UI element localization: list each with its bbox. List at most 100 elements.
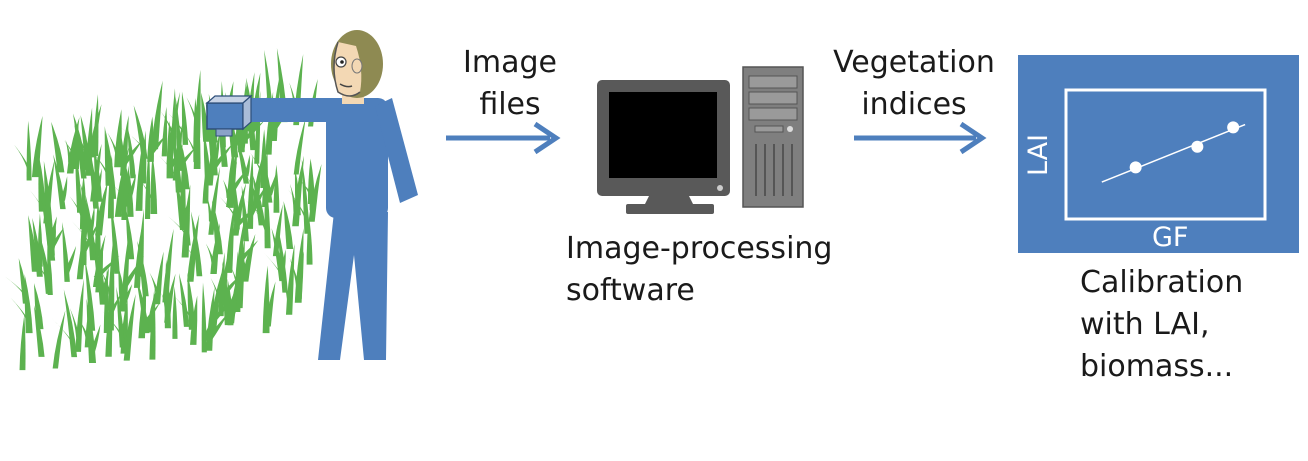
grass-leaf: [167, 112, 188, 137]
grass-blade: [294, 228, 304, 303]
grass-leaf: [289, 257, 301, 292]
grass-blade: [137, 240, 149, 297]
grass-blade: [285, 243, 295, 315]
grass-blade: [95, 244, 104, 293]
grass-blade: [24, 274, 33, 334]
camera-lens: [215, 128, 233, 137]
grass-blade: [75, 278, 84, 352]
grass-leaf: [88, 206, 95, 232]
plot-data-point: [1129, 161, 1142, 174]
person-legs: [318, 212, 388, 360]
grass-leaf: [287, 189, 309, 223]
grass-blade: [95, 181, 108, 236]
grass-leaf: [14, 144, 32, 172]
camera-body: [206, 102, 244, 130]
grass-leaf: [49, 316, 77, 347]
grass-blade: [80, 115, 91, 165]
grass-blade: [31, 116, 43, 178]
monitor-power-light: [717, 185, 723, 191]
plot-x-axis-label: GF: [1152, 222, 1188, 253]
grass-leaf: [237, 240, 259, 263]
tower-power-button: [787, 126, 793, 132]
image-files-label: Image files: [440, 42, 580, 126]
grass-leaf: [307, 187, 314, 214]
plot-y-axis-label: LAI: [1023, 134, 1054, 176]
plot-marks: [1101, 121, 1246, 183]
grass-leaf: [231, 109, 256, 140]
grass-blade: [151, 80, 163, 150]
grass-leaf: [238, 194, 264, 218]
grass-blade: [265, 281, 276, 327]
calibration-caption-line: Calibration: [1080, 265, 1244, 300]
grass-leaf: [60, 176, 68, 201]
software-label-line: software: [566, 273, 695, 308]
grass-leaf: [33, 259, 53, 287]
grass-blade: [63, 289, 78, 358]
grass-leaf: [64, 140, 79, 162]
grass-leaf: [219, 196, 240, 222]
grass-blade: [135, 276, 150, 334]
grass-blade: [51, 121, 65, 173]
grass-blade: [175, 96, 183, 171]
grass-leaf: [102, 311, 125, 339]
grass-leaf: [90, 324, 101, 354]
arrow-to-calibration: [854, 121, 987, 155]
person-extended-arm: [238, 98, 340, 122]
grass-leaf: [121, 320, 129, 351]
calibration-plot: GF LAI: [1018, 55, 1299, 253]
grass-blade: [154, 251, 164, 305]
floppy-slot: [754, 125, 784, 133]
person-ear: [351, 58, 363, 74]
grass-leaf: [212, 131, 220, 165]
grass-blade: [226, 142, 235, 205]
monitor-neck: [644, 194, 694, 206]
grass-blade: [181, 184, 191, 258]
grass-blade: [114, 147, 129, 217]
grass-blade: [187, 214, 200, 282]
grass-blade: [172, 286, 178, 339]
grass-blade: [252, 174, 266, 226]
grass-blade: [161, 106, 168, 157]
vegetation-indices-label-line: indices: [861, 87, 967, 122]
grass-leaf: [90, 150, 111, 177]
grass-blade: [116, 286, 125, 348]
drive-bay-3: [748, 107, 798, 121]
grass-leaf: [161, 293, 169, 316]
grass-leaf: [127, 173, 137, 199]
grass-blade: [26, 120, 32, 181]
person-face-outline: [333, 41, 361, 97]
grass-blade: [283, 201, 294, 250]
grass-leaf: [206, 193, 213, 225]
grass-blade: [141, 130, 147, 184]
grass-leaf: [107, 132, 120, 159]
grass-blade: [162, 228, 174, 303]
camera-side: [242, 94, 252, 131]
grass-leaf: [77, 317, 90, 340]
person-face: [334, 42, 362, 96]
vegetation-indices-label-line: Vegetation: [833, 45, 995, 80]
grass-blade: [150, 154, 158, 214]
person-mouth: [339, 83, 353, 88]
grass-leaf: [210, 277, 223, 307]
person-pupil: [340, 60, 344, 64]
grass-leaf: [4, 276, 28, 297]
grass-blade: [90, 143, 102, 202]
calibration-caption-line: biomass...: [1080, 349, 1234, 384]
drive-bay-2: [748, 91, 798, 105]
grass-leaf: [205, 243, 216, 267]
grass-blade: [32, 217, 43, 277]
grass-blade: [277, 225, 288, 293]
grass-leaf: [267, 173, 276, 196]
plot-data-point: [1191, 140, 1204, 153]
grass-leaf: [263, 252, 288, 283]
grass-blade: [135, 138, 144, 211]
grass-leaf: [122, 256, 144, 289]
grass-leaf: [173, 295, 195, 322]
grass-blade: [84, 257, 96, 331]
grass-blade: [110, 201, 120, 274]
grass-leaf: [50, 224, 56, 252]
grass-leaf: [228, 167, 249, 196]
grass-leaf: [149, 272, 160, 297]
grass-blade: [146, 284, 158, 333]
